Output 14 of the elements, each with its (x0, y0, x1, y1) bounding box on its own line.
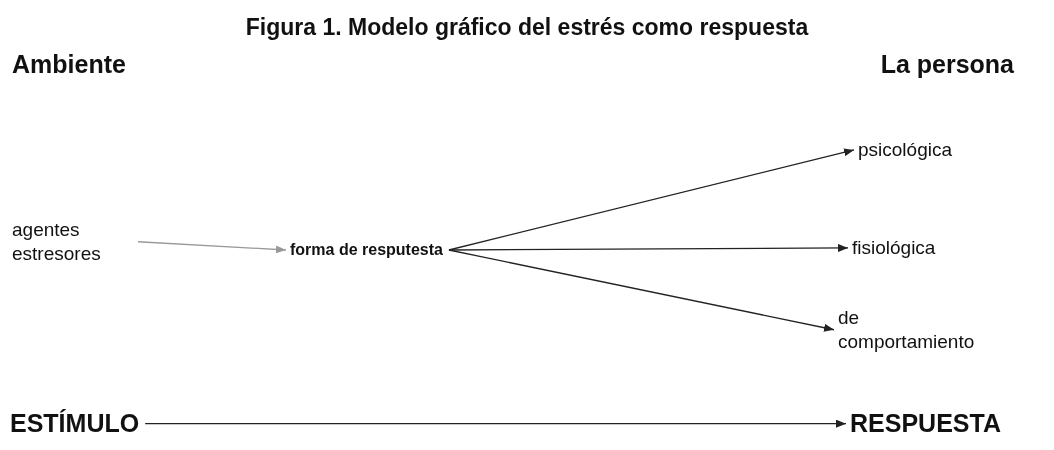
node-text: agentes estresores (12, 218, 132, 266)
node-text: ESTÍMULO (10, 408, 140, 440)
figure-title: Figura 1. Modelo gráfico del estrés como respuesta (244, 14, 810, 41)
arrow (448, 243, 849, 252)
arrow (144, 419, 847, 428)
arrow (448, 249, 835, 332)
node-text: RESPUESTA (850, 408, 1001, 440)
arrow (137, 241, 287, 254)
node-text: de comportamiento (838, 306, 988, 354)
section-heading: La persona (880, 50, 1014, 79)
node-text: fisiológica (852, 236, 936, 260)
node-text: forma de resputesta (290, 240, 443, 260)
node-text: psicológica (858, 138, 952, 162)
section-heading: Ambiente (12, 50, 126, 79)
